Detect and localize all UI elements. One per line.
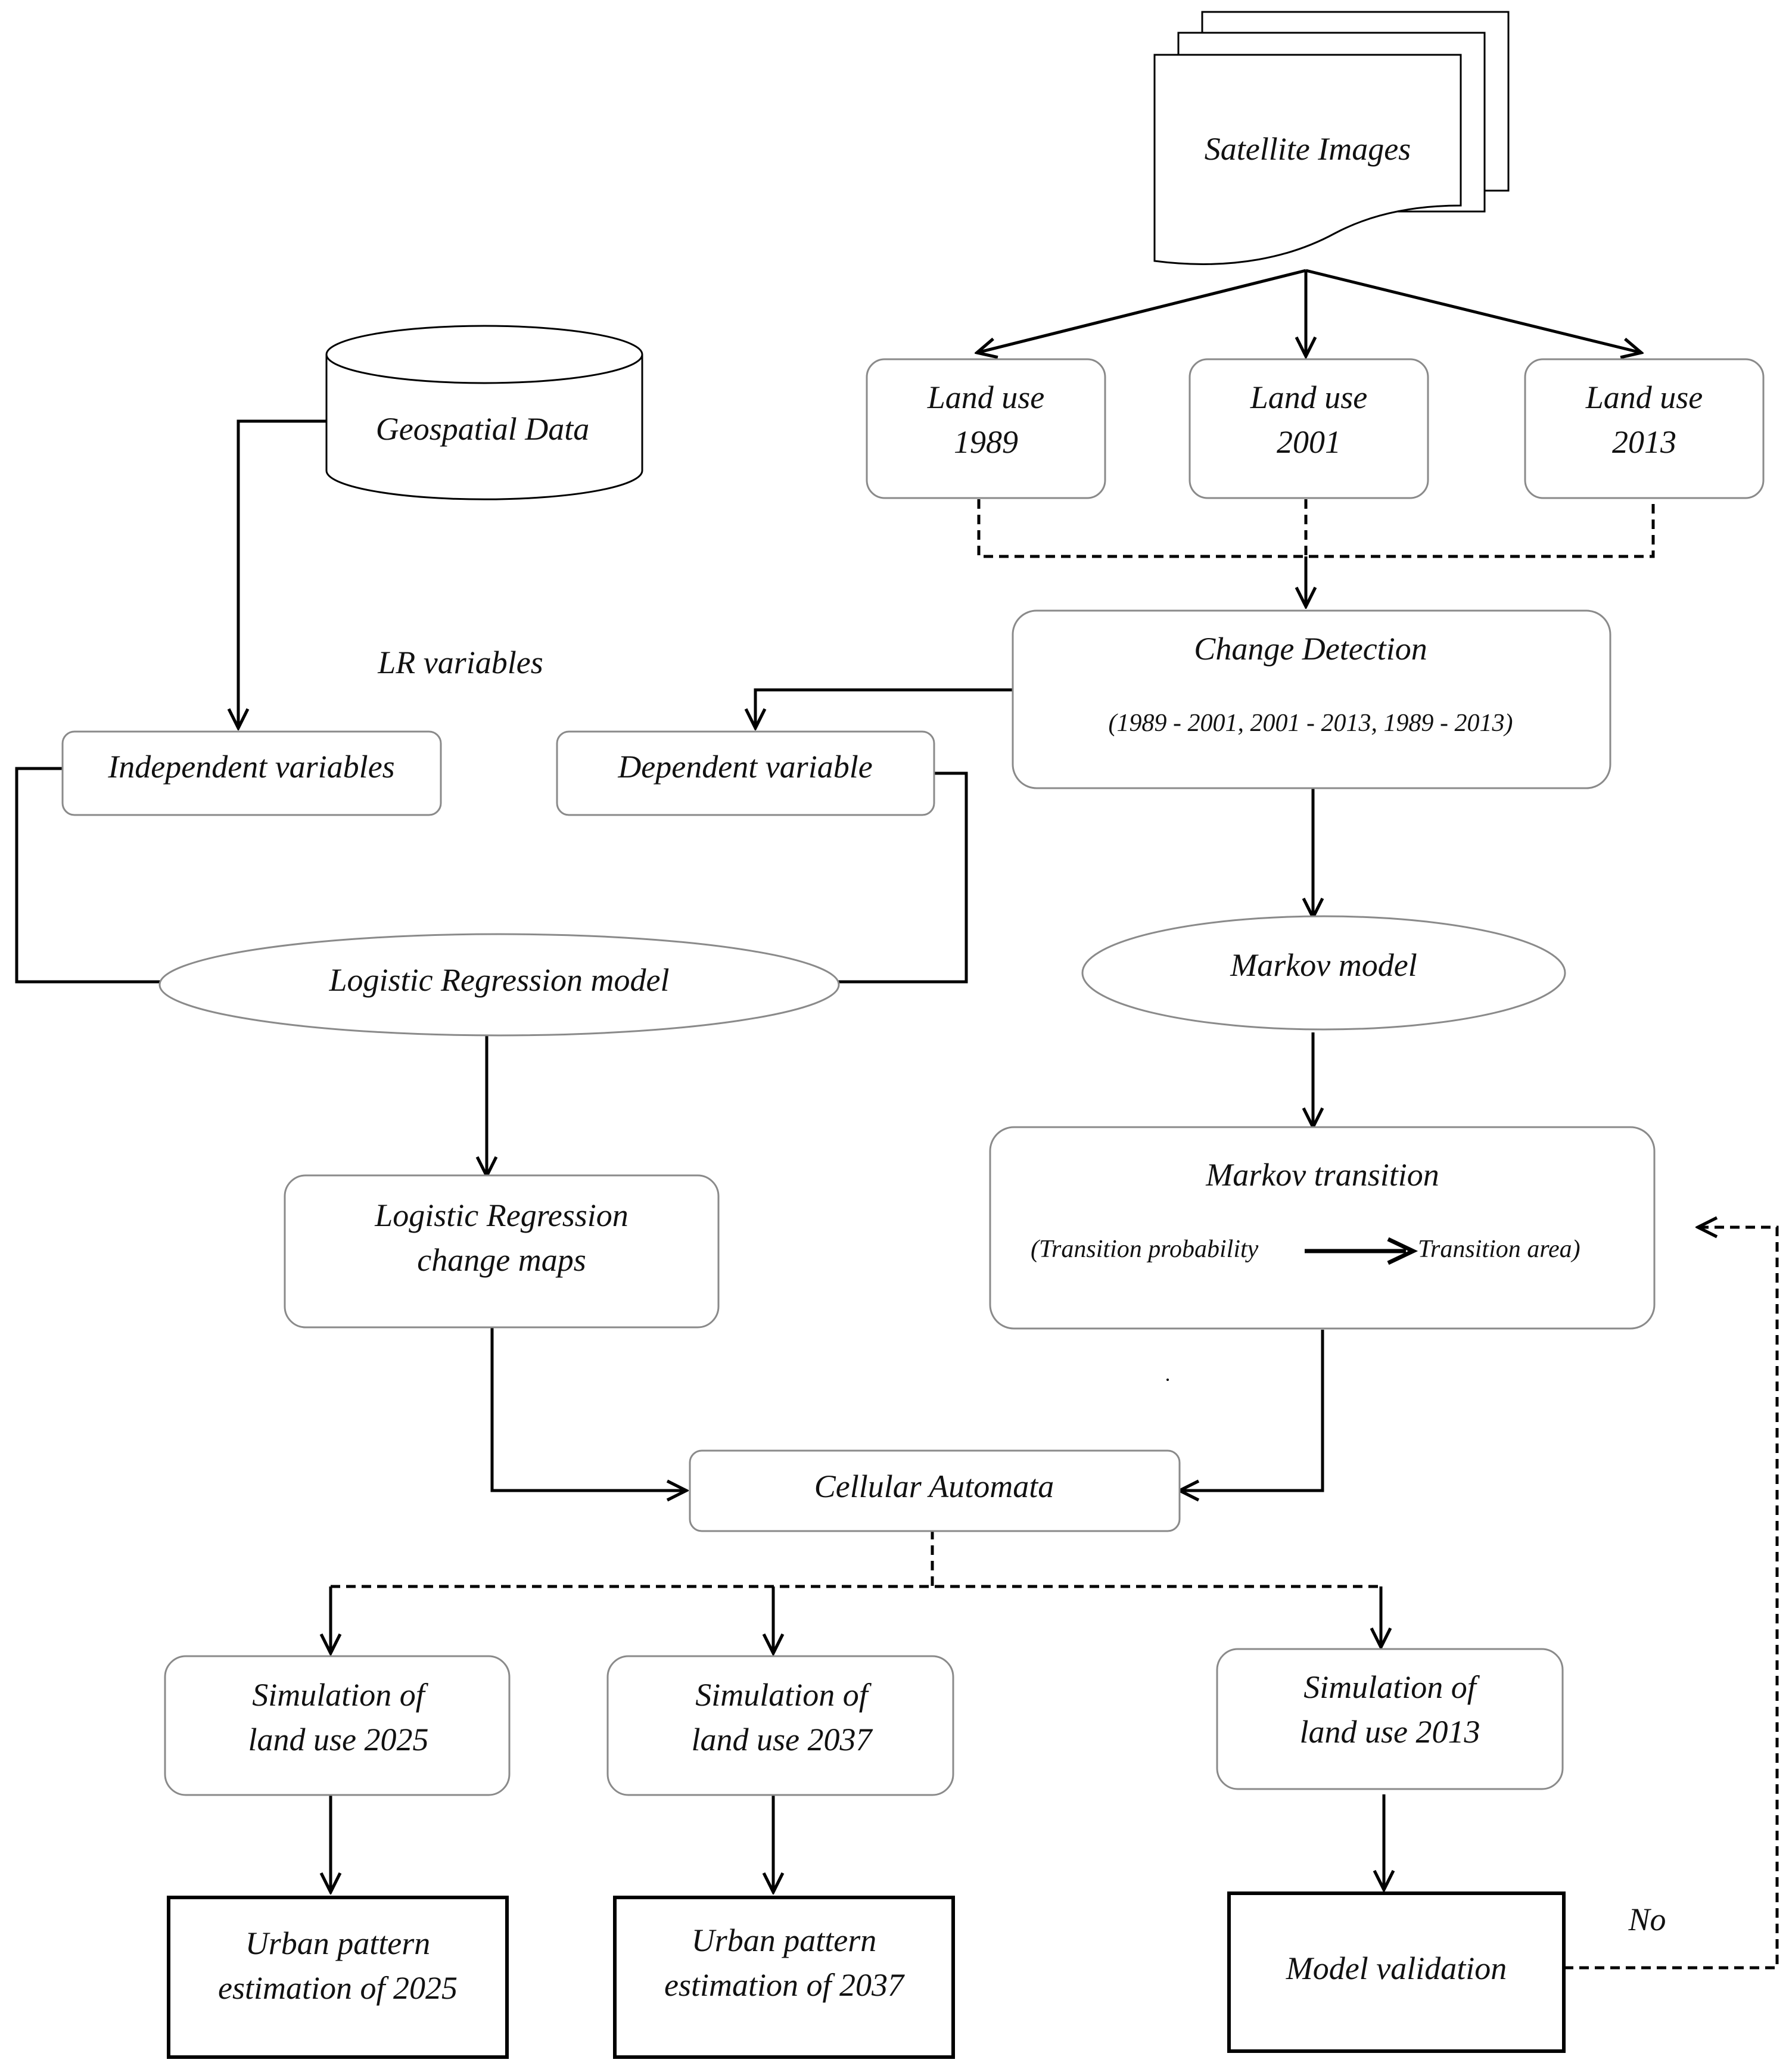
- simulation-2025-line1: Simulation of: [252, 1677, 429, 1713]
- markov-model-node: Markov model: [1081, 915, 1566, 1031]
- simulation-2025-box: [164, 1655, 511, 1796]
- urban-pattern-2037-box: [613, 1896, 955, 2059]
- change-detection-node: Change Detection (1989 - 2001, 2001 - 20…: [1012, 609, 1611, 789]
- logistic-regression-model-node: Logistic Regression model: [158, 933, 840, 1037]
- geospatial-data-node: Geospatial Data: [325, 325, 643, 500]
- urban-pattern-2025-line1: Urban pattern: [245, 1925, 431, 1961]
- simulation-2013-line1: Simulation of: [1303, 1669, 1480, 1705]
- satellite-images-label: Satellite Images: [1205, 131, 1411, 167]
- independent-variables-label: Independent variables: [107, 749, 394, 785]
- landuse-1989-line1: Land use: [927, 379, 1045, 415]
- landuse-1989-node: Land use 1989: [866, 358, 1106, 499]
- simulation-2013-line2: land use 2013: [1300, 1714, 1480, 1750]
- simulation-2037-box: [606, 1655, 954, 1796]
- change-detection-title: Change Detection: [1194, 631, 1427, 667]
- edge-dependent-to-logistic: [837, 771, 968, 984]
- simulation-2025-node: Simulation of land use 2025: [164, 1655, 511, 1796]
- landuse-2001-line1: Land use: [1250, 379, 1368, 415]
- stray-dot: [1166, 1379, 1169, 1381]
- model-validation-box: [1227, 1891, 1566, 2053]
- markov-transition-to: Transition area): [1418, 1236, 1580, 1263]
- lr-change-maps-line2: change maps: [417, 1242, 586, 1278]
- model-validation-node: Model validation: [1227, 1891, 1566, 2053]
- cellular-automata-label: Cellular Automata: [814, 1469, 1054, 1504]
- markov-model-label: Markov model: [1230, 947, 1417, 983]
- edge-landuse-merge: [977, 499, 1655, 558]
- change-detection-box: [1012, 609, 1611, 789]
- simulation-2037-line2: land use 2037: [692, 1722, 873, 1757]
- landuse-2013-box: [1524, 358, 1765, 499]
- logistic-regression-model-label: Logistic Regression model: [329, 962, 670, 998]
- urban-pattern-2037-node: Urban pattern estimation of 2037: [613, 1896, 955, 2059]
- independent-variables-node: Independent variables: [61, 730, 442, 816]
- cylinder-body: [325, 354, 643, 500]
- dependent-variable-node: Dependent variable: [556, 730, 935, 816]
- landuse-1989-box: [866, 358, 1106, 499]
- landuse-1989-line2: 1989: [954, 424, 1018, 460]
- edge-validation-feedback: [1564, 1227, 1779, 1970]
- change-detection-periods: (1989 - 2001, 2001 - 2013, 1989 - 2013): [1109, 710, 1513, 737]
- markov-transition-node: Markov transition (Transition probabilit…: [989, 1126, 1656, 1330]
- edges: [15, 269, 1779, 1970]
- edge-changemaps-to-ca: [490, 1327, 686, 1491]
- no-label: No: [1628, 1902, 1666, 1937]
- simulation-2013-node: Simulation of land use 2013: [1216, 1648, 1564, 1790]
- urban-pattern-2025-box: [167, 1896, 509, 2059]
- model-validation-label: Model validation: [1286, 1950, 1507, 1986]
- landuse-2013-line1: Land use: [1585, 379, 1703, 415]
- simulation-2013-box: [1216, 1648, 1564, 1790]
- markov-transition-from: (Transition probability: [1031, 1236, 1259, 1263]
- dependent-variable-box: [556, 730, 935, 816]
- simulation-2037-node: Simulation of land use 2037: [606, 1655, 954, 1796]
- edge-independent-to-logistic: [15, 767, 161, 984]
- landuse-2013-line2: 2013: [1612, 424, 1676, 460]
- independent-variables-box: [61, 730, 442, 816]
- satellite-images-node: Satellite Images: [1153, 11, 1510, 265]
- markov-transition-box: [989, 1126, 1656, 1330]
- markov-transition-title: Markov transition: [1205, 1157, 1439, 1193]
- logistic-regression-model-ellipse: [158, 933, 840, 1037]
- markov-model-ellipse: [1081, 915, 1566, 1031]
- landuse-2001-line2: 2001: [1277, 424, 1341, 460]
- cellular-automata-node: Cellular Automata: [689, 1449, 1181, 1532]
- geospatial-data-label: Geospatial Data: [376, 411, 590, 447]
- cylinder-top: [325, 325, 643, 384]
- urban-pattern-2037-line1: Urban pattern: [692, 1922, 877, 1958]
- edge-geospatial-to-independent: [238, 419, 326, 728]
- urban-pattern-2037-line2: estimation of 2037: [664, 1967, 905, 2003]
- dependent-variable-label: Dependent variable: [617, 749, 872, 785]
- edge-transition-to-ca: [1180, 1330, 1324, 1491]
- urban-pattern-2025-line2: estimation of 2025: [218, 1970, 458, 2006]
- edge-change-to-dependent: [755, 688, 1013, 728]
- landuse-2001-node: Land use 2001: [1188, 358, 1429, 499]
- landuse-2013-node: Land use 2013: [1524, 358, 1765, 499]
- edge-satellite-to-landuse-1989: [977, 269, 1306, 353]
- document-shape-front: [1153, 54, 1462, 265]
- edge-satellite-to-landuse-2013: [1305, 269, 1641, 353]
- cellular-automata-box: [689, 1449, 1181, 1532]
- simulation-2025-line2: land use 2025: [248, 1722, 429, 1757]
- landuse-2001-box: [1188, 358, 1429, 499]
- lr-change-maps-line1: Logistic Regression: [374, 1197, 629, 1233]
- simulation-2037-line1: Simulation of: [695, 1677, 872, 1713]
- transition-arrow-head: [1387, 1237, 1418, 1265]
- lr-change-maps-box: [284, 1174, 720, 1329]
- lr-variables-label: LR variables: [377, 645, 543, 680]
- urban-pattern-2025-node: Urban pattern estimation of 2025: [167, 1896, 509, 2059]
- lr-change-maps-node: Logistic Regression change maps: [284, 1174, 720, 1329]
